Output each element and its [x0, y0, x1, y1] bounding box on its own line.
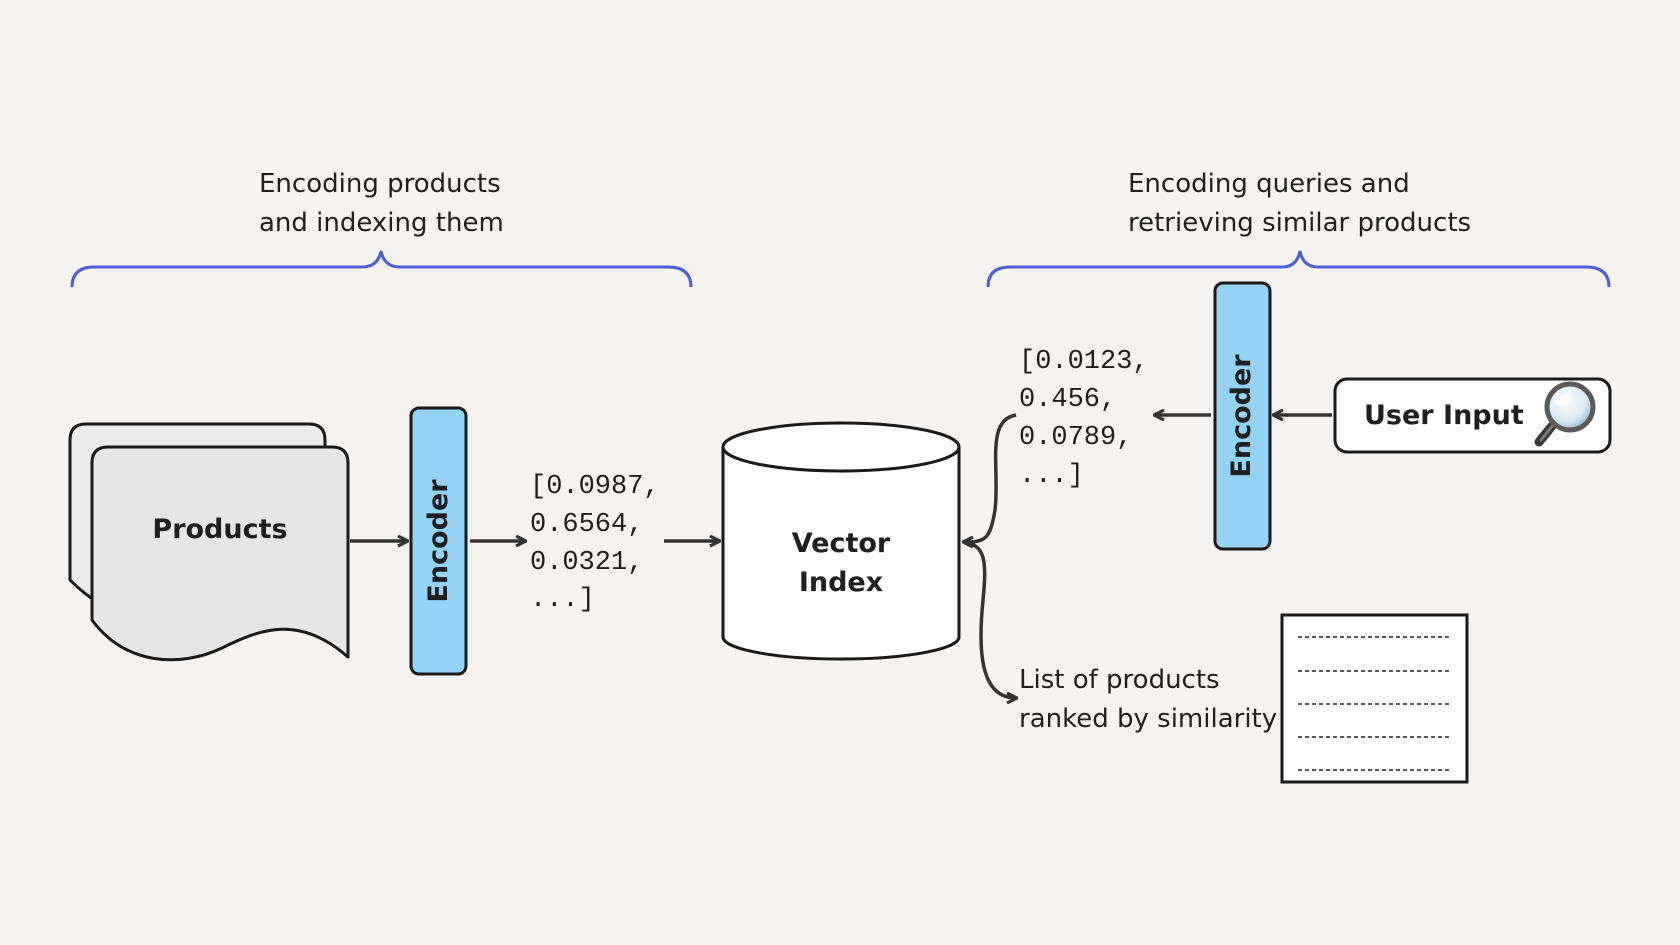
vector-right-line1: [0.0123, [1019, 347, 1149, 377]
results-document [1280, 613, 1469, 784]
vector-left-line3: 0.0321, [530, 548, 643, 578]
vector-right-line2: 0.456, [1019, 385, 1116, 415]
results-list: List of products ranked by similarity [1019, 613, 1469, 784]
products-front-document [90, 445, 350, 662]
magnifying-glass-icon [1534, 381, 1596, 447]
results-caption-line1: List of products [1019, 665, 1220, 695]
encoder-left: Encoder [409, 406, 468, 676]
right-section-brace [986, 250, 1611, 288]
left-section-brace [70, 250, 693, 288]
vector-right-line3: 0.0789, [1019, 423, 1132, 453]
vector-left-line1: [0.0987, [530, 472, 660, 502]
right-section-caption-line2: retrieving similar products [1128, 208, 1471, 238]
vector-index: Vector Index [721, 421, 961, 661]
results-caption-line2: ranked by similarity [1019, 704, 1277, 734]
encoder-right-label: Encoder [1226, 354, 1257, 478]
products-stack: Products [68, 422, 350, 662]
vector-left-line4: ...] [530, 585, 595, 615]
vector-index-label-line1: Vector [792, 528, 891, 559]
left-section-caption-line1: Encoding products [259, 169, 501, 199]
vector-left-line2: 0.6564, [530, 510, 643, 540]
vector-index-label-line2: Index [799, 567, 883, 598]
encoder-right: Encoder [1213, 281, 1272, 551]
vector-left: [0.0987, 0.6564, 0.0321, ...] [530, 472, 660, 615]
user-input-label: User Input [1364, 400, 1524, 431]
right-section-caption-line1: Encoding queries and [1128, 169, 1410, 199]
arrow-index-to-results [963, 540, 1016, 698]
arrow-query-to-index [964, 413, 1017, 542]
encoder-left-label: Encoder [423, 479, 454, 603]
vector-right-line4: ...] [1019, 461, 1084, 491]
products-label: Products [152, 514, 287, 545]
vector-right: [0.0123, 0.456, 0.0789, ...] [1019, 347, 1149, 491]
user-input-box[interactable]: User Input [1333, 377, 1612, 454]
left-section-caption-line2: and indexing them [259, 208, 504, 238]
